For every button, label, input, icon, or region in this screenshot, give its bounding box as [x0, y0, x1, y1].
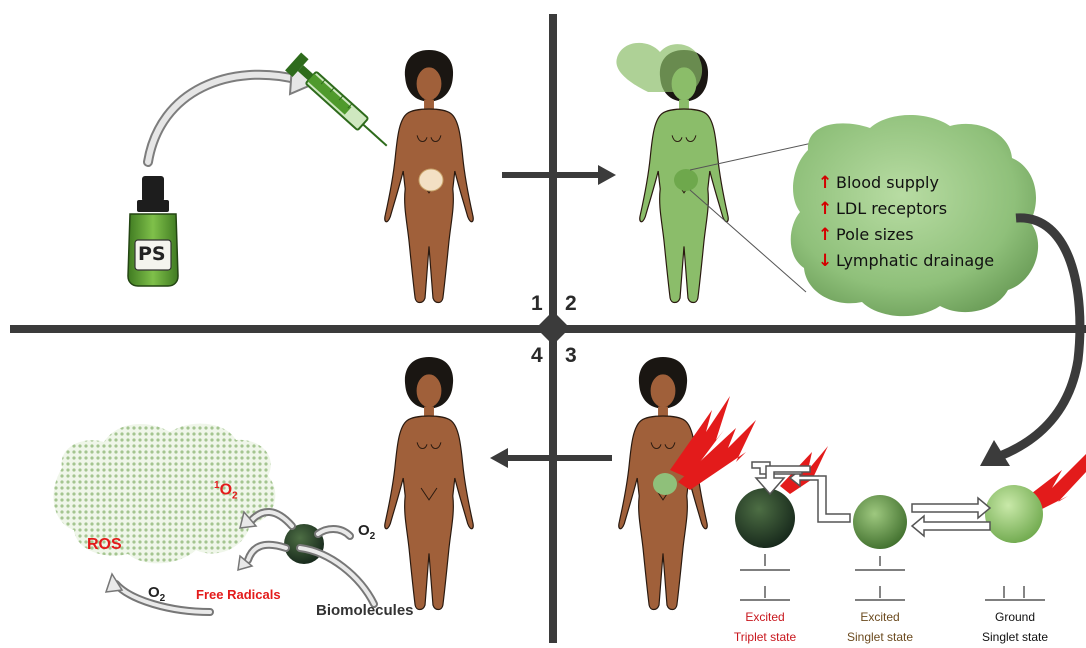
arrow-singlet-to-ground [912, 516, 990, 536]
up-arrow-icon: ↑ [818, 222, 836, 248]
down-arrow-icon: ↓ [818, 248, 836, 274]
bottle-label: PS [138, 243, 166, 265]
quadrant-2-number: 2 [565, 292, 577, 316]
ros-label: ROS [87, 536, 122, 554]
property-text: Blood supply [836, 170, 939, 196]
oxygen-label: O2 [358, 522, 375, 542]
quadrant-4-number: 4 [531, 344, 543, 368]
quadrant-1-number: 1 [531, 292, 543, 316]
property-text: Pole sizes [836, 222, 914, 248]
tumor-1 [419, 169, 443, 191]
property-row: ↑LDL receptors [818, 196, 994, 222]
patient-4 [385, 357, 473, 610]
center-diamond [536, 311, 570, 345]
property-text: LDL receptors [836, 196, 947, 222]
property-row: ↑Pole sizes [818, 222, 994, 248]
syringe [285, 53, 395, 155]
arrow-ground-to-singlet [912, 498, 990, 518]
excited-singlet-label: Excited Singlet state [839, 610, 921, 644]
free-radicals-label: Free Radicals [196, 587, 281, 602]
tumor-properties-list: ↑Blood supply ↑LDL receptors ↑Pole sizes… [818, 170, 994, 274]
excited-singlet-sphere [853, 495, 907, 549]
tumor-2 [674, 169, 698, 191]
up-arrow-icon: ↑ [818, 170, 836, 196]
up-arrow-icon: ↑ [818, 196, 836, 222]
oxygen-label-2: O2 [148, 584, 165, 604]
property-text: Lymphatic drainage [836, 248, 994, 274]
property-row: ↑Blood supply [818, 170, 994, 196]
biomolecules-label: Biomolecules [316, 602, 414, 619]
tumor-3 [653, 473, 677, 495]
singlet-oxygen-label: 1O2 [214, 480, 238, 502]
ground-singlet-label: Ground Singlet state [974, 610, 1056, 644]
ground-sphere [985, 485, 1043, 543]
property-row: ↓Lymphatic drainage [818, 248, 994, 274]
ps-bottle [128, 176, 178, 286]
triplet-sphere [735, 488, 795, 548]
bottle-to-syringe-arrow [148, 75, 300, 162]
quadrant-3-number: 3 [565, 344, 577, 368]
isc-arrow [790, 470, 850, 522]
triplet-state-label: Excited Triplet state [724, 610, 806, 644]
